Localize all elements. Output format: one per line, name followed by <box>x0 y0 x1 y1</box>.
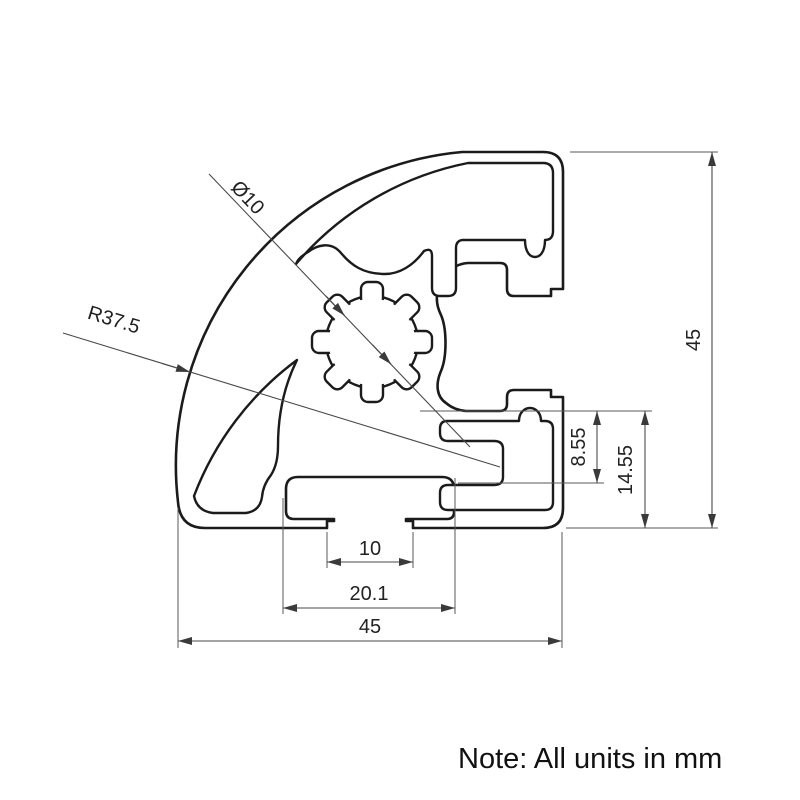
dim-lip-inner-depth: 8.55 <box>568 428 590 467</box>
dim-overall-height: 45 <box>683 329 705 351</box>
profile-outline <box>174 150 565 530</box>
lower-left-cavity <box>192 358 299 515</box>
central-bore <box>310 280 434 404</box>
dimension-lines <box>178 152 716 645</box>
units-note: Note: All units in mm <box>458 743 722 775</box>
upper-cavity <box>294 161 555 298</box>
dim-corner-radius: R37.5 <box>85 302 142 339</box>
dim-overall-width: 45 <box>359 616 381 638</box>
dim-bore-diameter: Ø10 <box>226 177 268 220</box>
radius-leader <box>62 332 501 468</box>
bottom-right-cavity <box>438 406 555 512</box>
extension-lines <box>177 151 718 648</box>
dim-slot-mouth-width: 10 <box>359 538 381 560</box>
dim-slot-cavity-width: 20.1 <box>350 583 389 605</box>
dim-slot-total-depth: 14.55 <box>615 445 637 495</box>
diameter-leader <box>208 173 471 448</box>
bore-interior <box>328 298 416 386</box>
